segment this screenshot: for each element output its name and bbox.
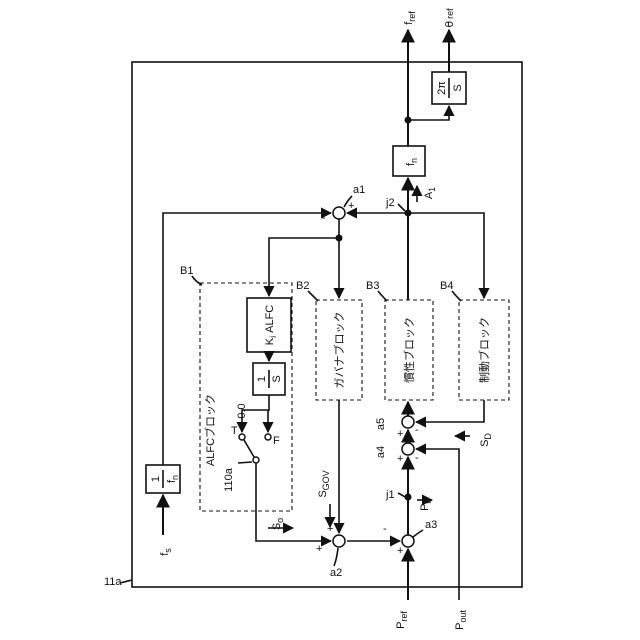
ki-alfc-block: KiALFC — [247, 298, 291, 352]
svg-text:+: + — [348, 200, 354, 212]
svg-text:+: + — [316, 543, 322, 555]
junction-j1-dot — [405, 494, 412, 501]
switch-pivot — [253, 457, 259, 463]
p-out-label: Pout — [454, 610, 468, 630]
svg-text:+: + — [397, 453, 403, 465]
signal-s-gov: SGOV — [317, 470, 331, 527]
junction-j2-dot — [405, 210, 412, 217]
inertia-block: 慣性ブロック B3 — [366, 280, 433, 400]
braking-block-leader — [452, 291, 461, 301]
svg-text:+: + — [397, 428, 403, 440]
junction-a4-label: a4 — [375, 446, 387, 458]
inertia-block-id: B3 — [366, 280, 379, 292]
governor-block-title: ガバナブロック — [332, 312, 346, 389]
svg-text:KiALFC: KiALFC — [264, 305, 278, 346]
inertia-block-leader — [378, 291, 387, 301]
two-pi-block: 2π S — [432, 72, 466, 104]
sum-a2: a2 + + — [316, 523, 345, 579]
switch-contact-f — [265, 434, 271, 440]
alfc-block-title: ALFCブロック — [203, 394, 217, 466]
junction-a3-label: a3 — [425, 519, 437, 531]
inverse-fn-block: 1 fn — [146, 465, 180, 493]
device-frame — [132, 62, 522, 587]
a1-branch-dot — [336, 235, 343, 242]
signal-a-1: A1 — [417, 186, 437, 202]
switch-contact-t — [239, 434, 245, 440]
signal-s-o: So — [268, 518, 293, 530]
svg-text:S: S — [271, 375, 283, 382]
inertia-block-title: 慣性ブロック — [402, 317, 416, 383]
alfc-block-leader — [192, 276, 202, 285]
svg-text:SD: SD — [479, 433, 493, 447]
braking-block-title: 制動ブロック — [477, 317, 491, 383]
p-ref-label: Pref — [395, 611, 409, 629]
governor-block-leader — [308, 291, 318, 301]
svg-text:+: + — [397, 545, 403, 557]
alfc-block-id: B1 — [180, 265, 193, 277]
output-branch-dot — [405, 117, 412, 124]
switch-id-label: 110a — [223, 467, 235, 492]
signal-lines — [163, 30, 484, 600]
braking-block-id: B4 — [440, 280, 453, 292]
frame-label: 11a — [104, 576, 122, 588]
integrator-block: 1 S — [253, 363, 285, 395]
junction-a1-label: a1 — [353, 184, 365, 196]
svg-text:-: - — [415, 424, 419, 436]
governor-block: ガバナブロック B2 — [296, 280, 362, 400]
signal-p-c: Pc — [417, 499, 433, 511]
switch-f-label: F — [273, 435, 280, 447]
junction-j1-label: j1 — [385, 489, 395, 501]
svg-text:A1: A1 — [423, 187, 437, 199]
frame-leader — [120, 580, 132, 583]
svg-text:2π: 2π — [436, 81, 448, 95]
sum-a1: a1 + - — [322, 184, 365, 224]
svg-text:1: 1 — [150, 476, 162, 482]
fn-block: fn — [393, 146, 425, 176]
sum-a5: a5 + - — [375, 416, 419, 440]
svg-text:SGOV: SGOV — [317, 470, 331, 497]
svg-text:1: 1 — [256, 376, 268, 382]
alfc-switch: T F 0.0 110a — [223, 403, 280, 491]
braking-block: 制動ブロック B4 — [440, 280, 509, 400]
svg-text:-: - — [415, 452, 419, 464]
f-ref-label: fref — [403, 11, 417, 25]
svg-text:-: - — [383, 523, 387, 535]
junction-j2-label: j2 — [385, 197, 395, 209]
junction-a5-label: a5 — [375, 418, 387, 430]
junction-a2-label: a2 — [330, 567, 342, 579]
f-s-label: fs — [159, 548, 173, 556]
signal-s-d: SD — [455, 433, 493, 447]
sum-a3: a3 - + — [383, 519, 437, 557]
svg-text:S: S — [452, 84, 464, 91]
governor-block-id: B2 — [296, 280, 309, 292]
switch-t-label: T — [231, 425, 238, 437]
sum-a4: a4 + - — [375, 443, 419, 465]
theta-ref-label: θref — [443, 8, 456, 28]
